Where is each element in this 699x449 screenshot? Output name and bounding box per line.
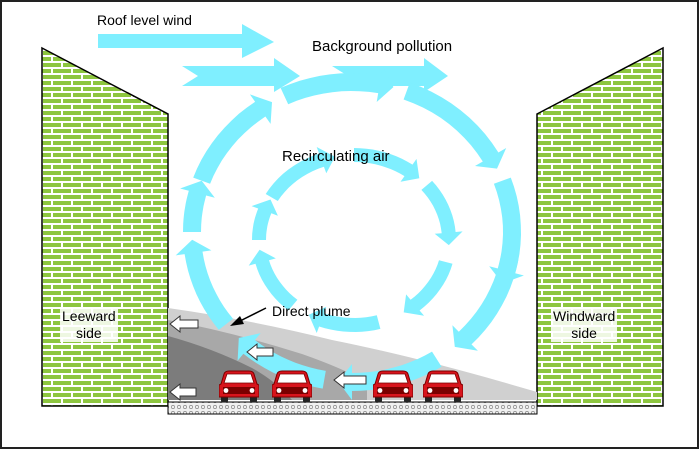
leeward-building [41,46,169,407]
flow-arrow-icon [175,239,233,330]
arrow-icon [246,342,274,362]
flow-arrow-icon [489,177,524,284]
flow-arrow-icon [248,249,298,311]
flow-arrow-icon [265,147,335,201]
plume-flow-arrows [169,314,367,402]
car-icon [373,370,413,402]
flow-arrow-icon [403,82,507,169]
windward-building [536,46,664,407]
leeward-side-label: Leeward side [60,308,118,342]
flow-arrow-icon [251,199,278,240]
road-surface [167,401,538,415]
arrow-icon [333,370,367,390]
direct-plume-label: Direct plume [272,303,351,319]
flow-arrow-icon [308,306,381,333]
recirculating-air-label: Recirculating air [282,148,390,165]
car-icon [272,370,312,402]
roof-level-wind-label: Roof level wind [97,12,192,28]
flow-arrow-icon [452,256,519,351]
background-pollution-label: Background pollution [312,38,453,55]
car-icon [423,370,463,402]
windward-side-label: Windward side [551,308,618,342]
car-icon [219,370,259,402]
arrow-icon [169,382,197,402]
roof-wind-arrow [98,24,274,58]
arrow-icon [169,314,199,334]
flow-arrow-icon [180,180,215,232]
flow-arrow-icon [193,94,272,184]
flow-arrow-icon [354,148,420,182]
flow-arrow-icon [421,180,463,246]
flow-arrow-icon [280,66,394,105]
direct-plume-pointer [230,307,267,326]
flow-arrow-icon [403,260,453,316]
